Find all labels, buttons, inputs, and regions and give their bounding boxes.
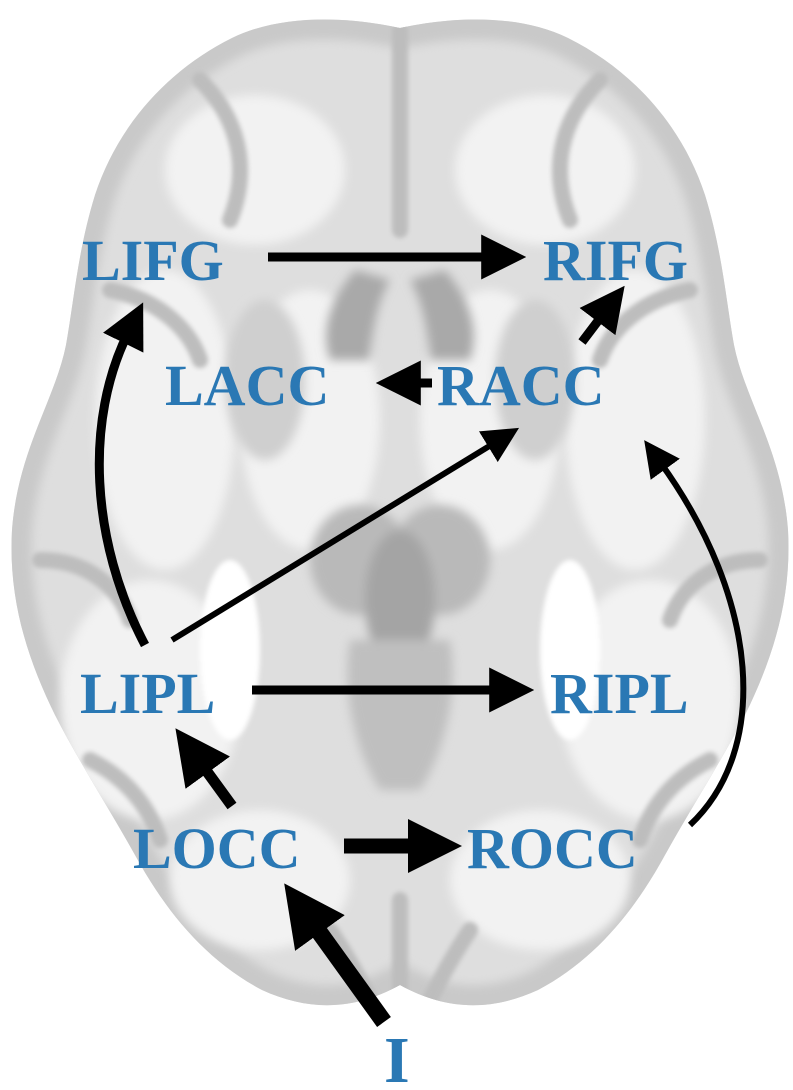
node-lacc: LACC bbox=[165, 353, 329, 418]
node-lipl: LIPL bbox=[80, 661, 215, 726]
node-input: I bbox=[384, 1024, 410, 1090]
node-rocc: ROCC bbox=[467, 816, 638, 881]
node-labels: LIFG RIFG LACC RACC LIPL RIPL LOCC ROCC … bbox=[80, 228, 689, 1090]
arrow-locc-to-lipl bbox=[175, 728, 237, 810]
node-lifg: LIFG bbox=[82, 228, 224, 293]
node-locc: LOCC bbox=[133, 816, 301, 881]
node-ripl: RIPL bbox=[550, 661, 689, 726]
node-racc: RACC bbox=[437, 353, 605, 418]
arrow-racc-to-rifg bbox=[578, 285, 625, 345]
arrow-rocc-to-racc bbox=[644, 440, 747, 828]
arrow-i-to-locc bbox=[284, 883, 391, 1027]
arrow-lipl-to-racc bbox=[170, 427, 520, 643]
arrow-lipl-to-lifg bbox=[94, 302, 149, 648]
node-rifg: RIFG bbox=[543, 228, 688, 293]
connections bbox=[94, 234, 747, 1027]
